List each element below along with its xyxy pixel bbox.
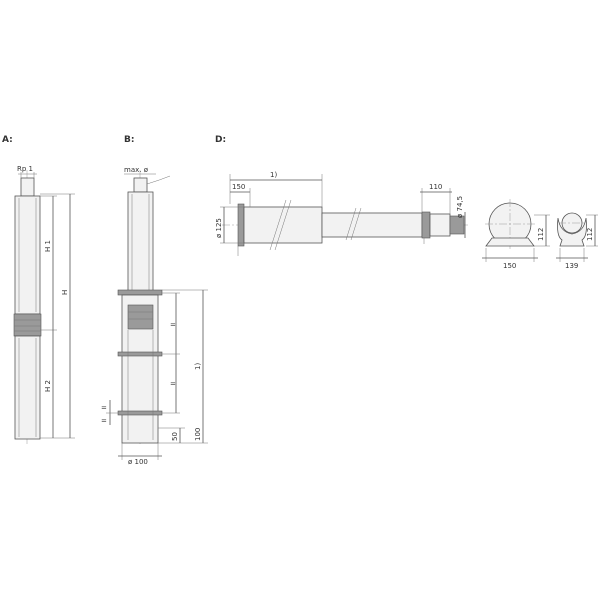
dim-eq-1: =	[170, 321, 176, 329]
dim-eq-2: =	[170, 380, 176, 388]
dim-112a: 112	[537, 228, 545, 241]
dim-112b: 112	[586, 228, 594, 241]
dim-h2: H 2	[44, 380, 52, 392]
section-b-label: B:	[124, 135, 134, 145]
pump-d: 1) 150 110 ø 74,5 ø 125	[215, 171, 468, 256]
pump-b: max. ø = = = = 1) 50 100	[101, 166, 208, 466]
dim-eq-4: =	[101, 417, 107, 425]
dim-h: H	[61, 290, 69, 295]
support-bracket-2: 139 112	[556, 212, 598, 270]
pump-a: Rp 1 H 1 H 2 H	[13, 165, 75, 445]
dim-dia-100: ø 100	[128, 458, 148, 466]
dim-dia-125: ø 125	[215, 218, 223, 238]
section-d-label: D:	[215, 135, 226, 145]
support-bracket-1: 150 112	[482, 199, 550, 270]
dim-150b: 150	[503, 262, 516, 270]
dim-50: 50	[171, 432, 179, 441]
dim-139: 139	[565, 262, 578, 270]
dim-rp: Rp 1	[17, 165, 33, 173]
section-a-label: A:	[2, 135, 13, 145]
dim-dia-745: ø 74,5	[456, 196, 464, 218]
dim-h1: H 1	[44, 240, 52, 252]
dim-110: 110	[429, 183, 442, 191]
dim-max-dia: max. ø	[124, 166, 149, 174]
dim-ref1-d: 1)	[270, 171, 277, 179]
dim-ref1: 1)	[194, 363, 202, 370]
dim-150: 150	[232, 183, 245, 191]
dim-100: 100	[194, 428, 202, 441]
dim-eq-3: =	[101, 404, 107, 412]
